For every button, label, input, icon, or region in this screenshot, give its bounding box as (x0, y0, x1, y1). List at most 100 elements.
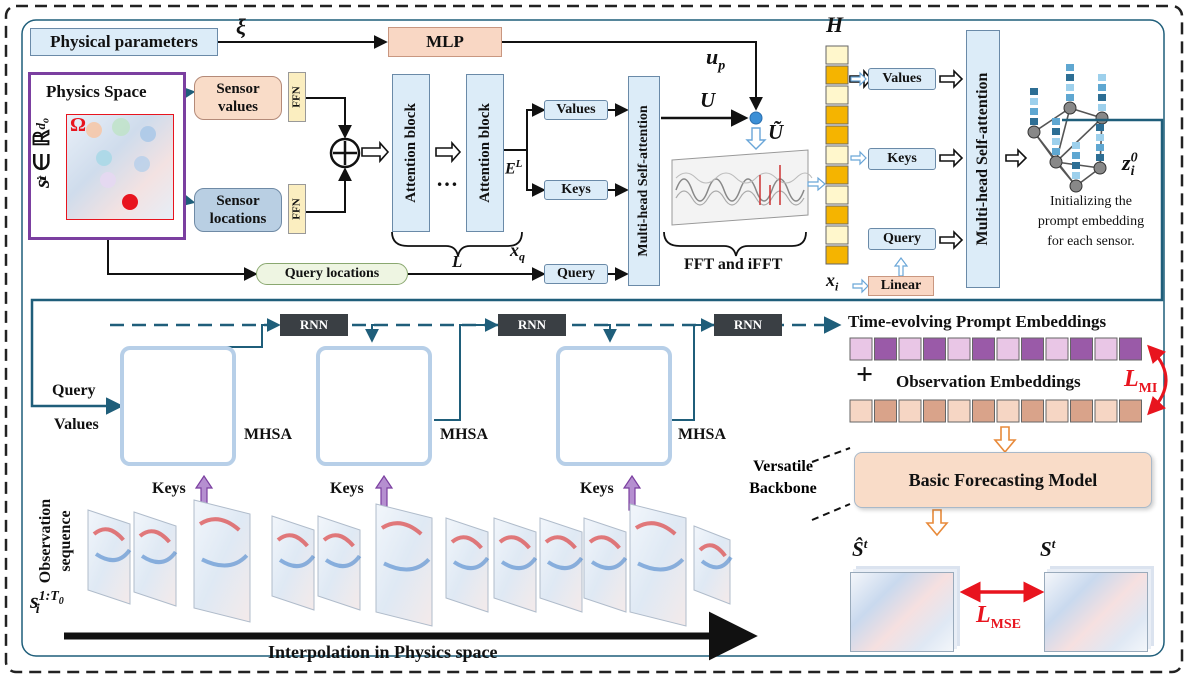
obs-emb-label: Observation Embeddings (896, 372, 1081, 391)
prompt-token (1070, 337, 1093, 361)
frame-blue-streak (500, 556, 538, 570)
H-symbol: H (826, 12, 844, 37)
sensor-dot-3 (140, 126, 156, 142)
outer-frame (4, 4, 1184, 674)
observation-token (923, 399, 946, 423)
embedding-bar (1098, 104, 1106, 111)
observation-frame (193, 499, 251, 623)
mlp-box: MLP (388, 27, 502, 57)
U-symbol: U (700, 88, 716, 112)
mhsa-label-1: MHSA (244, 426, 292, 443)
sensor-dot-5 (134, 156, 150, 172)
embedding-bar (1096, 144, 1104, 151)
prompt-token (1119, 337, 1142, 361)
keys-label-3: Keys (580, 480, 614, 497)
values-label-bottom: Values (54, 416, 99, 433)
embedding-bar (1052, 128, 1060, 135)
observation-frame (375, 503, 433, 627)
graph-edge (1055, 117, 1103, 163)
sensor-values-box: Sensor values (194, 76, 282, 120)
frame-face (629, 503, 687, 627)
basic-forecasting-model-box: Basic Forecasting Model (854, 452, 1152, 508)
observation-frame (493, 517, 538, 613)
graph-node (1063, 101, 1077, 115)
h-token (825, 225, 849, 245)
prompt-embedding-strip (849, 337, 1142, 361)
frame-blue-streak (140, 550, 178, 564)
h-token (825, 65, 849, 85)
xi-symbol: ξ (236, 14, 246, 39)
query-box-decoder: Query (868, 228, 936, 250)
query-box-encoder: Query (544, 264, 608, 284)
embedding-bar (1072, 152, 1080, 159)
frame-red-streak (450, 535, 483, 550)
frame-blue-streak (637, 557, 685, 572)
query-locations-box: Query locations (256, 263, 408, 285)
keys-box-encoder: Keys (544, 180, 608, 200)
embedding-bar (1072, 142, 1080, 149)
E-L-symbol: EL (505, 158, 523, 178)
keys-box-decoder: Keys (868, 148, 936, 170)
h-token (825, 245, 849, 265)
graph-node (1069, 179, 1083, 193)
embedding-bar (1098, 84, 1106, 91)
attention-block-2 (466, 74, 504, 232)
observation-token (996, 399, 1020, 423)
obs-symbol: s1:T0i (30, 588, 64, 618)
rnn-box-3: RNN (714, 314, 782, 336)
versatile-backbone-label: Versatile Backbone (749, 458, 817, 497)
attention-block-2-label: Attention block (476, 103, 493, 203)
sensor-locations-box: Sensor locations (194, 188, 282, 232)
values-box-decoder: Values (868, 68, 936, 90)
sensor-dot-2 (112, 118, 130, 136)
S-symbol: St (1040, 536, 1056, 561)
mhsa-label-3: MHSA (678, 426, 726, 443)
h-token (825, 105, 849, 125)
observation-token (1045, 399, 1069, 423)
attention-block-1 (392, 74, 430, 232)
query-label-bottom: Query (52, 382, 96, 399)
h-token (825, 45, 849, 65)
graph-node (1095, 111, 1109, 125)
observation-embedding-strip (849, 399, 1142, 423)
sensor-dot-1 (86, 122, 102, 138)
observation-token (947, 399, 971, 423)
frame-blue-streak (201, 553, 249, 568)
frame-red-streak (322, 533, 355, 548)
frame-red-streak (92, 527, 125, 542)
observation-frame (693, 525, 733, 605)
graph-box-1 (120, 346, 236, 466)
h-token (825, 125, 849, 145)
prompt-graph (1027, 64, 1109, 193)
plus-symbol: + (856, 358, 874, 391)
attention-ellipsis: … (436, 166, 458, 191)
embedding-bar (1096, 154, 1104, 161)
embedding-bar (1096, 134, 1104, 141)
fft-label: FFT and iFFT (684, 256, 783, 273)
observation-token (972, 399, 995, 423)
prompt-token (849, 337, 873, 361)
prompt-token (1045, 337, 1069, 361)
rnn-box-1: RNN (280, 314, 348, 336)
embedding-bar (1052, 138, 1060, 145)
observation-token (1021, 399, 1044, 423)
embedding-bar (1066, 64, 1074, 71)
mhsa-block-encoder (628, 76, 660, 286)
frame-blue-streak (452, 556, 490, 570)
ffn-box-values: FFN (288, 72, 306, 122)
observation-token (874, 399, 897, 423)
frame-blue-streak (590, 556, 628, 570)
h-token (825, 145, 849, 165)
L-MSE-symbol: LMSE (976, 602, 1022, 632)
graph-box-2 (316, 346, 432, 466)
mhsa-block-decoder (966, 30, 1000, 288)
frame-red-streak (588, 535, 621, 550)
sensor-dot-7 (122, 194, 138, 210)
observation-frame (583, 517, 628, 613)
embedding-bar (1052, 118, 1060, 125)
observation-sequence-label: Observation sequence (37, 498, 74, 584)
embedding-bar (1098, 74, 1106, 81)
hidden-token-strip (825, 45, 849, 265)
